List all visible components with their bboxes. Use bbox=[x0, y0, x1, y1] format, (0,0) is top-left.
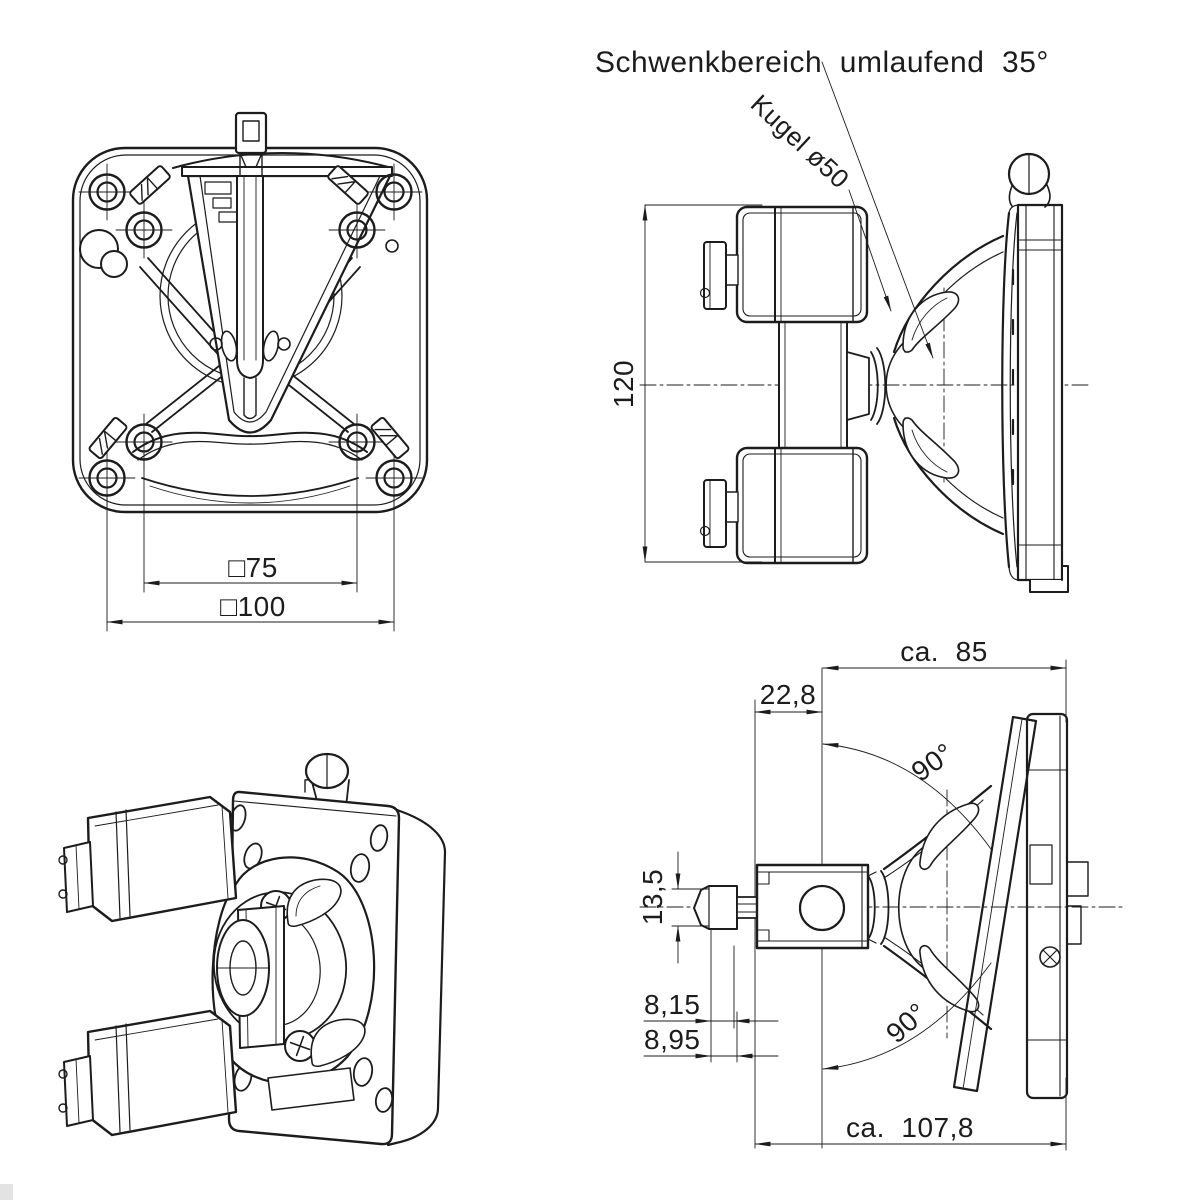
locking-screw bbox=[370, 416, 410, 460]
plate-foot bbox=[1029, 565, 1069, 593]
dim-height-120: 120 bbox=[608, 204, 763, 563]
clamp-block-top bbox=[735, 205, 869, 324]
dim-total-label: ca. 107,8 bbox=[846, 1112, 974, 1143]
vesa-hole bbox=[328, 201, 386, 259]
connector-bar bbox=[778, 321, 848, 449]
release-latch bbox=[234, 111, 268, 177]
dim-small-2: 8,95 bbox=[643, 1024, 779, 1059]
release-tongue bbox=[181, 166, 393, 420]
tilted-plate-face bbox=[952, 715, 1038, 1093]
bayonet-dome-arc bbox=[172, 152, 393, 169]
side-view: 120 Schwenkbereich umlaufend 35° Kugel ø… bbox=[595, 46, 1091, 593]
clamp-body-top bbox=[755, 863, 870, 950]
pilot-hole bbox=[385, 239, 399, 253]
iso-thumbscrew bbox=[304, 752, 350, 790]
iso-view bbox=[58, 752, 447, 1147]
dim-vesa100-label: □100 bbox=[220, 591, 286, 622]
iso-clamp-lever-bottom bbox=[58, 1055, 94, 1127]
dim-clamp: 13,5 bbox=[637, 851, 710, 964]
bell-cutout-lower bbox=[902, 417, 960, 479]
dim-small-1: 8,15 bbox=[643, 989, 779, 1024]
dim-vesa75-label: □75 bbox=[228, 552, 278, 583]
dim-total: ca. 107,8 bbox=[754, 1112, 1067, 1147]
clamp-lever-top bbox=[699, 241, 739, 310]
lower-cover-seams bbox=[132, 431, 368, 504]
swivel-note-leader bbox=[821, 61, 934, 359]
top-view: ca. 85 22,8 13,5 8,15 8,95 ca. 107,8 bbox=[637, 636, 1126, 1151]
ball-collar bbox=[867, 870, 890, 945]
swivel-arc-upper bbox=[822, 743, 992, 850]
dim-depth-label: ca. 85 bbox=[900, 636, 988, 667]
dim-depth: ca. 85 bbox=[822, 636, 1067, 671]
bell-top-view bbox=[882, 784, 993, 1031]
dim-small-1-label: 8,15 bbox=[644, 989, 701, 1020]
section-steps bbox=[204, 181, 238, 223]
clamp-knob bbox=[693, 885, 758, 930]
iso-clamp-lever-top bbox=[58, 841, 94, 913]
vesa-hole bbox=[115, 413, 173, 471]
clamp-lever-bottom bbox=[699, 479, 739, 548]
dim-vesa75: □75 bbox=[143, 459, 358, 593]
dim-offset: 22,8 bbox=[754, 679, 823, 715]
bell-cutout-upper bbox=[902, 291, 960, 353]
iso-screw-lower bbox=[284, 1030, 316, 1062]
locking-screw bbox=[88, 416, 128, 460]
vesa-hole bbox=[78, 449, 136, 507]
iso-clamp-top bbox=[86, 795, 238, 923]
iso-plate-holes bbox=[229, 804, 394, 1113]
swivel-arc-lower bbox=[822, 962, 992, 1070]
ball-label-leader bbox=[848, 189, 892, 312]
dim-offset-label: 22,8 bbox=[760, 679, 817, 710]
dim-small-2-label: 8,95 bbox=[644, 1024, 701, 1055]
dim-clamp-label: 13,5 bbox=[637, 869, 668, 926]
vesa-hole bbox=[365, 163, 423, 221]
vesa-hole bbox=[328, 413, 386, 471]
iso-petal-upper bbox=[286, 878, 342, 928]
locking-screw bbox=[129, 165, 171, 205]
iso-ball-socket bbox=[216, 919, 270, 1017]
keyhole-notch bbox=[79, 229, 128, 278]
vesa-hole bbox=[115, 201, 173, 259]
iso-petal-lower bbox=[310, 1018, 366, 1068]
watermark bbox=[0, 1184, 13, 1200]
vesa-hole bbox=[365, 449, 423, 507]
thumbscrew bbox=[1007, 152, 1051, 208]
iso-clamp-bottom bbox=[86, 1009, 238, 1137]
swivel-note: Schwenkbereich umlaufend 35° bbox=[595, 46, 1049, 79]
front-view: □75 □100 bbox=[71, 111, 429, 632]
vesa-plate-top-view bbox=[952, 712, 1089, 1100]
ball-neck bbox=[846, 347, 887, 425]
iso-label-recess bbox=[267, 1067, 355, 1111]
vesa-plate-side bbox=[1001, 203, 1069, 593]
clamp-block-bottom bbox=[735, 446, 869, 565]
vesa-hole bbox=[78, 163, 136, 221]
dim-height-label: 120 bbox=[608, 360, 639, 408]
dim-vesa100: □100 bbox=[106, 495, 395, 632]
locking-screw bbox=[327, 165, 369, 205]
